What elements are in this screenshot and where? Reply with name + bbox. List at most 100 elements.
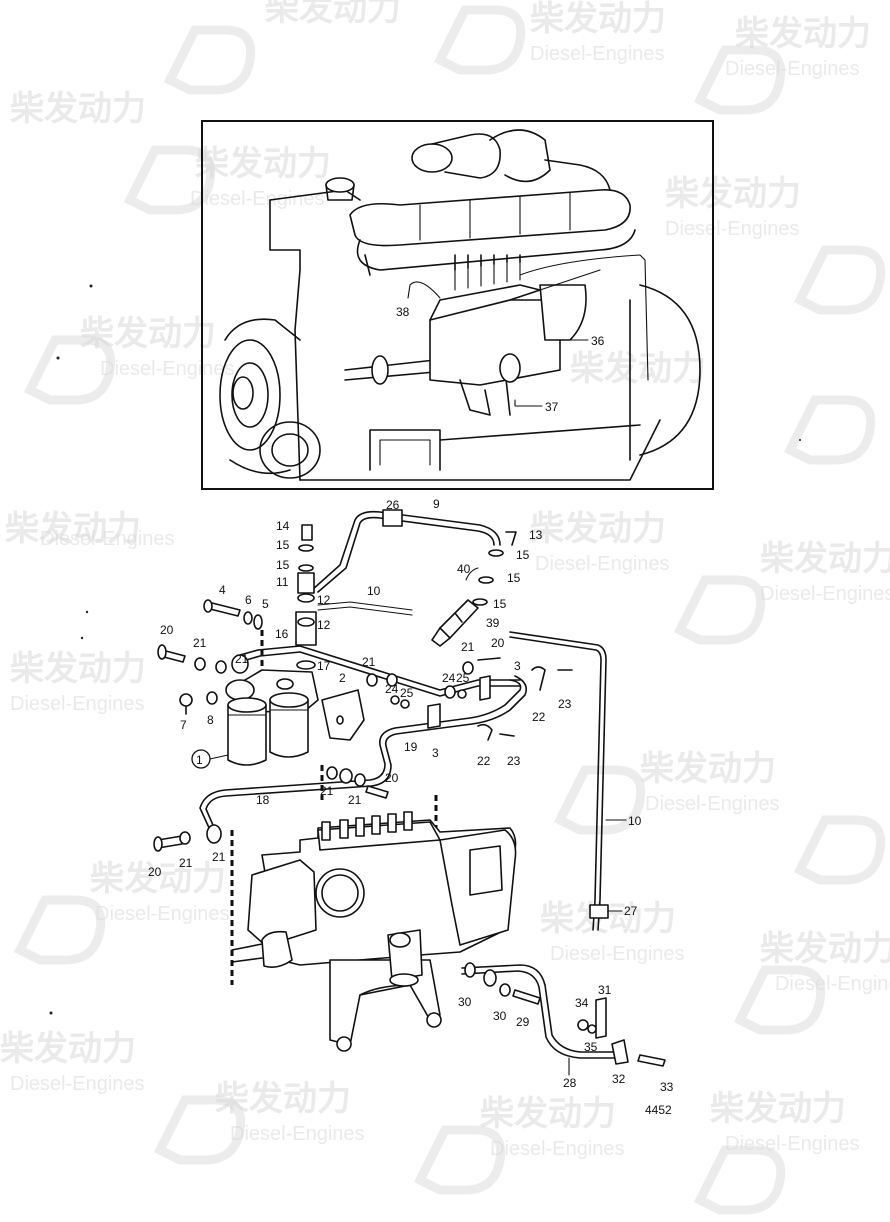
watermark-brand-en: Diesel-Engines: [95, 903, 230, 925]
label-40: 40: [457, 562, 471, 576]
watermark-brand-cn: 柴发动力: [90, 859, 226, 899]
watermark-brand-en: Diesel-Engines: [100, 358, 235, 380]
label-21h: 21: [212, 850, 226, 864]
label-27: 27: [624, 904, 638, 918]
pipe-18: [199, 679, 522, 831]
label-15b: 15: [276, 558, 290, 572]
label-24b: 24: [442, 671, 456, 685]
label-6: 6: [245, 593, 252, 607]
bracket-2: [321, 689, 365, 741]
drawing-number: 4452: [645, 1103, 672, 1117]
pipe-10-short: [317, 601, 413, 611]
watermark-brand-cn: 柴发动力: [530, 509, 666, 549]
label-23a: 23: [558, 697, 572, 711]
watermark-brand-en: Diesel-Engines: [10, 1073, 145, 1095]
label-21f: 21: [348, 793, 362, 807]
overflow-valve-16: [295, 611, 317, 646]
label-17: 17: [317, 659, 331, 673]
engine-illustration: [219, 129, 701, 481]
label-18: 18: [256, 793, 270, 807]
clamp-3a: [479, 675, 491, 701]
watermark-brand-cn: 柴发动力: [735, 14, 871, 54]
watermark-brand-en: Diesel-Engines: [40, 528, 175, 550]
watermark-brand-en: Diesel-Engines: [550, 943, 685, 965]
label-12a: 12: [317, 593, 331, 607]
watermark-brand-cn: 柴发动力: [80, 314, 216, 354]
label-31: 31: [598, 983, 612, 997]
label-19: 19: [404, 740, 418, 754]
watermark-brand-en: Diesel-Engines: [760, 583, 890, 605]
watermark-brand-cn: 柴发动力: [0, 1029, 136, 1069]
label-20d: 20: [148, 865, 162, 879]
label-5: 5: [262, 597, 269, 611]
label-12b: 12: [317, 618, 331, 632]
label-33: 33: [660, 1080, 674, 1094]
label-4: 4: [219, 583, 226, 597]
label-39: 39: [486, 616, 500, 630]
label-21g: 21: [179, 856, 193, 870]
clip-27: [589, 904, 609, 919]
watermark-brand-en: Diesel-Engines: [665, 218, 800, 240]
watermark-brand-cn: 柴发动力: [10, 649, 146, 689]
delivery-valves: [321, 811, 413, 841]
banjo-11: [297, 572, 315, 594]
label-22a: 22: [532, 710, 546, 724]
watermark-brand-en: Diesel-Engines: [775, 973, 890, 995]
label-1: 1: [196, 753, 203, 767]
clamp-3b: [427, 703, 441, 729]
label-21b: 21: [235, 652, 249, 666]
fuel-filter-assembly-1: [225, 669, 319, 766]
label-20a: 20: [160, 623, 174, 637]
watermark-brand-cn: 柴发动力: [665, 174, 801, 214]
label-14: 14: [276, 519, 290, 533]
label-20c: 20: [385, 771, 399, 785]
label-26: 26: [386, 498, 400, 512]
exploded-parts-view: 1 2 3 3 4 5 6 7 8 9 10 10 11 12 12 13 14…: [148, 497, 674, 1117]
label-16: 16: [275, 627, 289, 641]
label-28: 28: [563, 1076, 577, 1090]
label-21c: 21: [362, 655, 376, 669]
watermark-logo-1: [163, 25, 256, 95]
label-9: 9: [433, 497, 440, 511]
label-25: 25: [400, 686, 414, 700]
engine-overview-inset: 38 36 37: [201, 120, 714, 490]
label-22b: 22: [477, 754, 491, 768]
watermark-brand-en: Diesel-Engines: [725, 58, 860, 80]
label-21e: 21: [320, 784, 334, 798]
label-20b: 20: [491, 636, 505, 650]
watermark-brand-cn: 柴发动力: [710, 1089, 846, 1129]
watermark-brand-en: Diesel-Engines: [530, 43, 665, 65]
bolt-4: [209, 602, 241, 617]
watermark-brand-cn: 柴发动力: [5, 509, 141, 549]
scan-specks: [49, 284, 801, 1015]
label-32: 32: [612, 1072, 626, 1086]
watermark-brand-en: Diesel-Engines: [10, 693, 145, 715]
watermark-brand-cn: 柴发动力: [265, 0, 401, 29]
label-30b: 30: [493, 1009, 507, 1023]
bracket-31: [595, 997, 607, 1039]
watermark-brand-en: Diesel-Engines: [645, 793, 780, 815]
inset-frame: [201, 120, 714, 490]
label-29: 29: [516, 1015, 530, 1029]
watermark-brand-cn: 柴发动力: [195, 144, 331, 184]
bracket-26: [382, 509, 403, 527]
watermark-brand-en: Diesel-Engines: [535, 553, 670, 575]
label-13: 13: [529, 528, 543, 542]
label-30a: 30: [458, 995, 472, 1009]
label-3a: 3: [514, 659, 521, 673]
injection-pump: [231, 811, 517, 1052]
label-35: 35: [584, 1040, 598, 1054]
label-23b: 23: [507, 754, 521, 768]
label-15c: 15: [516, 548, 530, 562]
label-15a: 15: [276, 538, 290, 552]
watermark-brand-en: Diesel-Engines: [490, 1138, 625, 1160]
label-11: 11: [276, 575, 289, 589]
label-8: 8: [207, 713, 214, 727]
pipe-28: [461, 964, 621, 1053]
label-15d: 15: [507, 571, 521, 585]
inset-label-37: 37: [545, 400, 559, 414]
watermark-brand-en: Diesel-Engines: [230, 1123, 365, 1145]
watermark-brand-cn: 柴发动力: [215, 1079, 351, 1119]
